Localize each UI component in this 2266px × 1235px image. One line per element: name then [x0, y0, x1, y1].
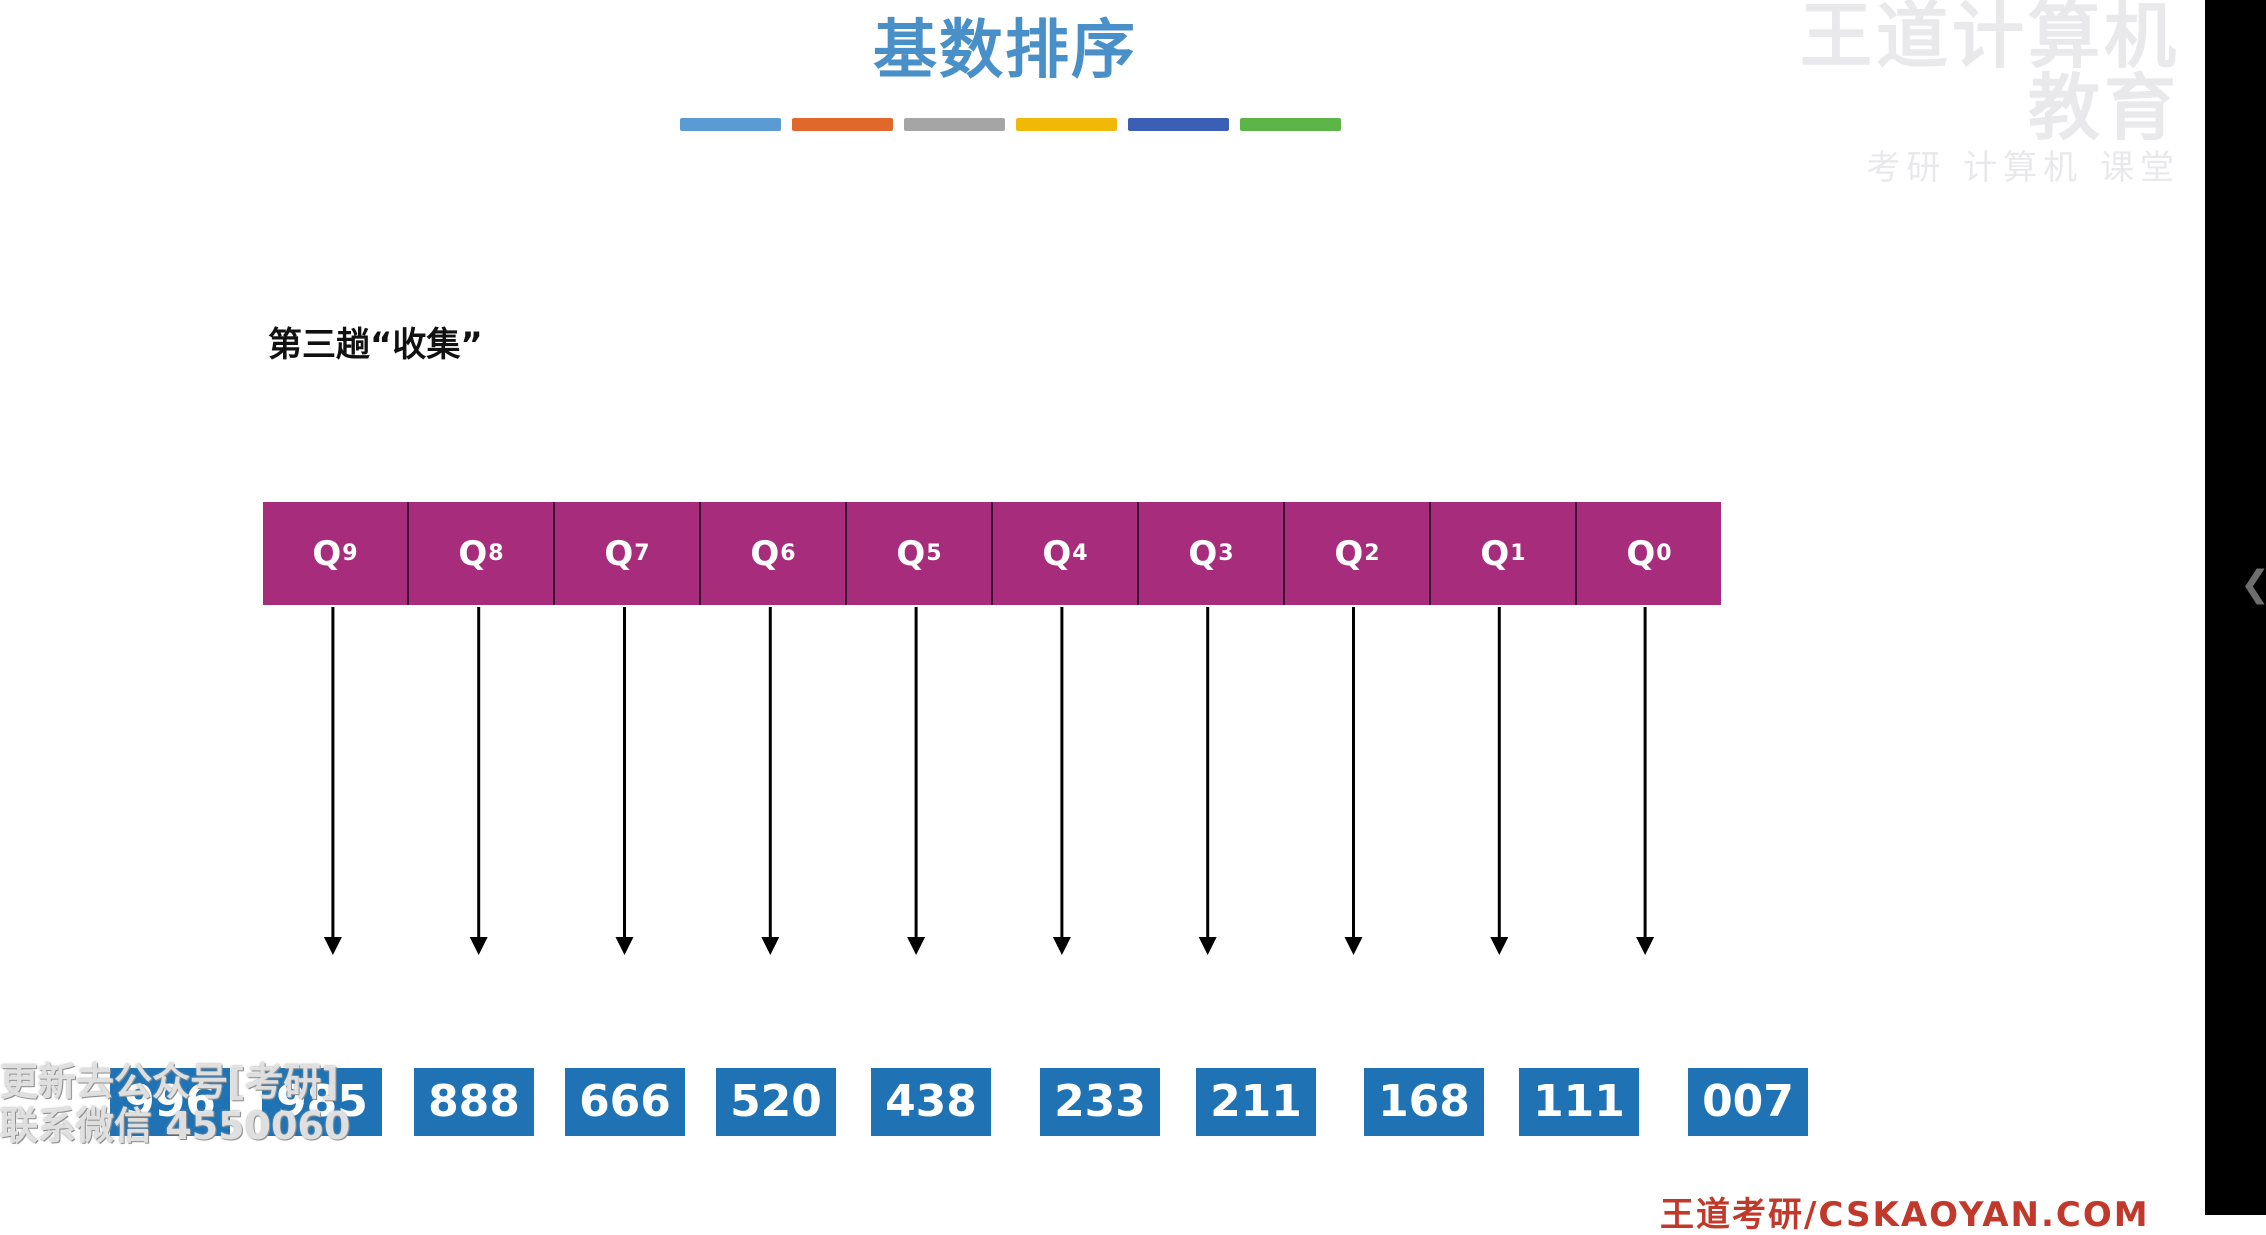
- arrow-from-q2: [1344, 607, 1363, 955]
- number-box: 666: [565, 1068, 685, 1136]
- watermark-left-line2: 联系微信 4550060: [0, 1104, 351, 1148]
- queue-letter: Q: [604, 533, 634, 574]
- footer-text: 王道考研/CSKAOYAN.COM: [1660, 1195, 2150, 1235]
- queue-letter: Q: [1480, 533, 1510, 574]
- watermark-left: 更新去公众号[考研] 联系微信 4550060: [0, 1060, 380, 1160]
- title-color-strip: [680, 118, 1341, 131]
- color-strip-segment: [1016, 118, 1117, 131]
- queue-index: 8: [488, 541, 504, 566]
- arrow-from-q9: [323, 607, 342, 955]
- number-box: 211: [1196, 1068, 1316, 1136]
- number-box: 985: [262, 1068, 382, 1136]
- pass-subtitle: 第三趟“收集”: [268, 325, 483, 365]
- queue-index: 4: [1072, 541, 1088, 566]
- queue-letter: Q: [896, 533, 926, 574]
- queue-index: 3: [1218, 541, 1234, 566]
- queue-letter: Q: [1188, 533, 1218, 574]
- arrow-from-q8: [469, 607, 488, 955]
- color-strip-segment: [792, 118, 893, 131]
- queue-letter: Q: [1334, 533, 1364, 574]
- chevron-left-icon[interactable]: ❮: [2240, 560, 2266, 610]
- number-box: 438: [871, 1068, 991, 1136]
- color-strip-segment: [1240, 118, 1341, 131]
- queue-letter: Q: [458, 533, 488, 574]
- queue-index: 9: [342, 541, 358, 566]
- right-panel: [2205, 0, 2266, 1215]
- queue-index: 2: [1364, 541, 1380, 566]
- arrow-from-q7: [615, 607, 634, 955]
- arrow-from-q6: [761, 607, 780, 955]
- number-box: 168: [1364, 1068, 1484, 1136]
- watermark-top-line2: 考研 计算机 课堂: [1866, 148, 2180, 188]
- queue-index: 5: [926, 541, 942, 566]
- number-box: 233: [1040, 1068, 1160, 1136]
- watermark-left-line1: 更新去公众号[考研]: [0, 1060, 339, 1104]
- queue-index: 0: [1656, 541, 1672, 566]
- color-strip-segment: [680, 118, 781, 131]
- watermark-top: 王道计算机教育 考研 计算机 课堂: [1780, 0, 2180, 188]
- color-strip-segment: [904, 118, 1005, 131]
- number-box: 888: [414, 1068, 534, 1136]
- watermark-top-line1: 王道计算机教育: [1799, 0, 2180, 150]
- queue-letter: Q: [1626, 533, 1656, 574]
- number-box: 996: [110, 1068, 230, 1136]
- slide-title: 基数排序: [873, 14, 1137, 88]
- arrow-from-q0: [1636, 607, 1655, 955]
- queue-letter: Q: [312, 533, 342, 574]
- arrow-from-q3: [1198, 607, 1217, 955]
- number-box: 520: [716, 1068, 836, 1136]
- number-box: 111: [1519, 1068, 1639, 1136]
- queue-index: 1: [1510, 541, 1526, 566]
- queue-letter: Q: [1042, 533, 1072, 574]
- queue-letter: Q: [750, 533, 780, 574]
- arrow-from-q4: [1052, 607, 1071, 955]
- arrow-from-q5: [907, 607, 926, 955]
- number-box: 007: [1688, 1068, 1808, 1136]
- arrow-from-q1: [1490, 607, 1509, 955]
- queue-index: 7: [634, 541, 650, 566]
- queue-index: 6: [780, 541, 796, 566]
- color-strip-segment: [1128, 118, 1229, 131]
